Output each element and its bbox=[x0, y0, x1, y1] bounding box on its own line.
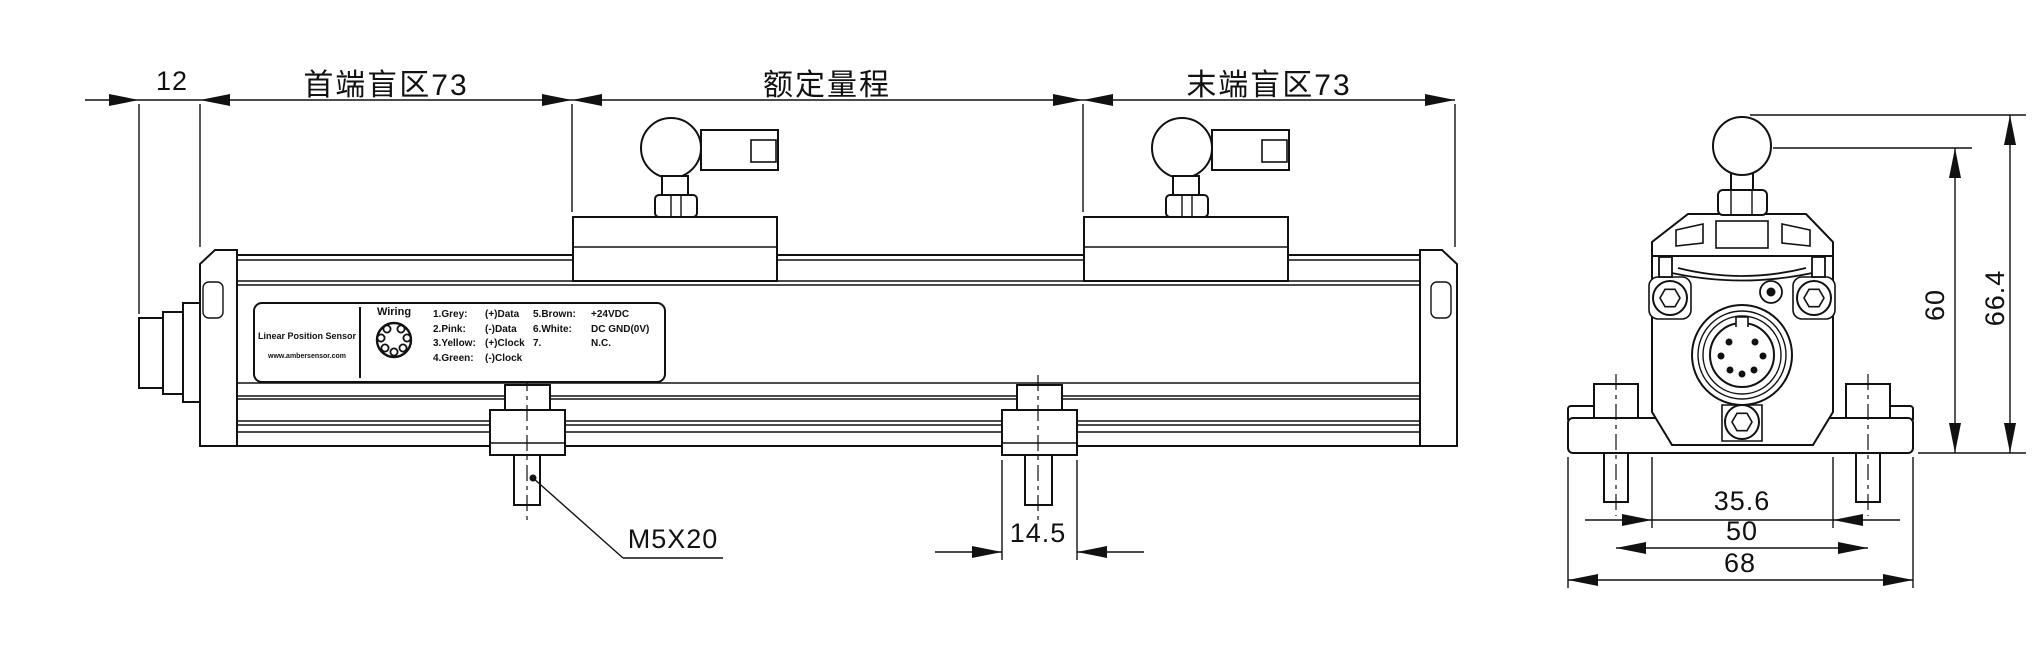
dimension-bracket-width: 68 bbox=[1723, 548, 1757, 578]
top-bracket bbox=[1651, 213, 1834, 257]
wire-pin: 6.White: bbox=[533, 323, 572, 335]
dimension-arrows bbox=[109, 94, 1455, 106]
wire-pin: 3.Yellow: bbox=[433, 338, 476, 349]
center-bolt bbox=[1721, 404, 1763, 442]
dimension-rated-range: 额定量程 bbox=[763, 69, 891, 102]
connector-pinout-icon bbox=[375, 321, 413, 359]
wiring-row: 2.Pink: (-)Data 6.White: DC GND(0V) bbox=[433, 323, 664, 338]
wire-pin: 4.Green: bbox=[433, 352, 474, 364]
width-dimensions bbox=[1567, 457, 1914, 588]
label-brand-section: Linear Position Sensor www.ambersensor.c… bbox=[255, 304, 359, 381]
wire-pin: 7. bbox=[533, 338, 542, 349]
dimension-front-blind-zone: 首端盲区73 bbox=[303, 69, 469, 102]
dimension-offset: 12 bbox=[155, 66, 189, 96]
product-name: Linear Position Sensor bbox=[257, 331, 357, 341]
wiring-table: 1.Grey: (+)Data 5.Brown: +24VDC 2.Pink: … bbox=[427, 304, 664, 381]
label-connector-section: Wiring bbox=[361, 304, 427, 381]
label-divider bbox=[359, 307, 361, 378]
wire-signal: (+)Data bbox=[485, 309, 520, 320]
end-view bbox=[1567, 114, 2026, 588]
wiring-row: 3.Yellow: (+)Clock 7. N.C. bbox=[433, 337, 664, 352]
website-text: www.ambersensor.com bbox=[268, 353, 346, 360]
dimension-ball-center-height: 60 bbox=[1920, 288, 1950, 322]
wiring-row: 4.Green: (-)Clock bbox=[433, 352, 664, 367]
ball-stud bbox=[1712, 116, 1772, 216]
wire-signal: DC GND(0V) bbox=[591, 323, 650, 335]
connector-face bbox=[1691, 304, 1793, 406]
dimension-bolt-spacing: 50 bbox=[1725, 516, 1759, 546]
wire-signal: N.C. bbox=[591, 338, 611, 349]
dimension-total-height: 66.4 bbox=[1980, 269, 2010, 327]
wiring-row: 1.Grey: (+)Data 5.Brown: +24VDC bbox=[433, 308, 664, 323]
dimension-rear-blind-zone: 末端盲区73 bbox=[1186, 69, 1352, 102]
mounting-foot-2 bbox=[1001, 375, 1078, 525]
slider-2 bbox=[1083, 117, 1290, 282]
connector-pins bbox=[1717, 338, 1767, 378]
top-dimension-lines bbox=[85, 94, 1456, 314]
wire-pin: 1.Grey: bbox=[433, 309, 468, 320]
product-label: Linear Position Sensor www.ambersensor.c… bbox=[253, 302, 666, 383]
wire-pin: 2.Pink: bbox=[433, 323, 466, 335]
wire-pin: 5.Brown: bbox=[533, 309, 576, 320]
clamp-plate bbox=[1658, 256, 1826, 282]
mounting-foot-1 bbox=[489, 375, 566, 525]
wiring-title: Wiring bbox=[376, 306, 412, 318]
left-end-cap bbox=[199, 249, 238, 447]
wire-signal: (-)Clock bbox=[485, 352, 523, 364]
foot-width-dimension bbox=[935, 460, 1144, 560]
dimension-body-width: 35.6 bbox=[1713, 486, 1771, 516]
screw-leader bbox=[529, 474, 723, 559]
wire-signal: (+)Clock bbox=[485, 338, 525, 349]
right-end-cap bbox=[1419, 249, 1458, 447]
dimension-mount-screw: M5X20 bbox=[627, 524, 719, 554]
wire-signal bbox=[591, 352, 664, 367]
cable-connector bbox=[138, 302, 201, 403]
wire-pin bbox=[533, 352, 591, 367]
height-dimensions bbox=[1750, 114, 2026, 454]
dimension-foot-width: 14.5 bbox=[1009, 518, 1067, 548]
indicator-pin bbox=[1759, 280, 1783, 304]
slider-1 bbox=[572, 117, 779, 282]
wire-signal: (-)Data bbox=[485, 323, 517, 335]
wire-signal: +24VDC bbox=[591, 309, 630, 320]
